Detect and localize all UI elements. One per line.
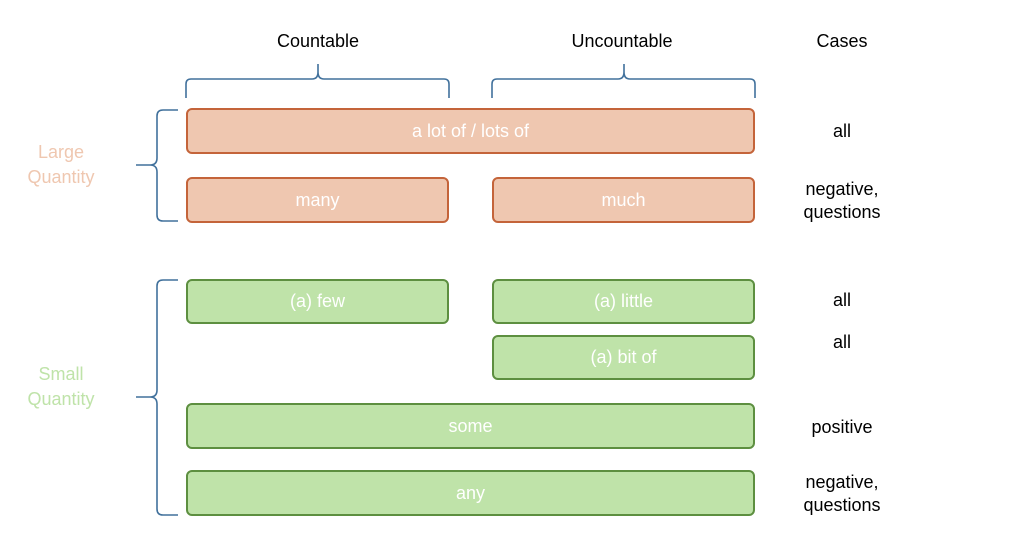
large-quantity-label-line2: Quantity	[27, 167, 95, 187]
case-lots-of: all	[832, 121, 851, 141]
case-many-much: negative, questions	[772, 178, 912, 224]
small-quantity-brace	[136, 279, 178, 516]
box-any: any	[186, 470, 755, 516]
large-quantity-brace	[136, 109, 178, 222]
uncountable-header: Uncountable	[571, 31, 673, 51]
small-quantity-label-line1: Small	[38, 364, 84, 384]
cases-header: Cases	[816, 31, 868, 51]
large-quantity-label-line1: Large	[37, 142, 85, 162]
case-bit-of: all	[832, 332, 851, 352]
box-bit-of: (a) bit of	[492, 335, 755, 380]
case-some: positive	[811, 417, 873, 437]
box-little: (a) little	[492, 279, 755, 324]
case-many-much-line2: questions	[803, 202, 881, 222]
box-few: (a) few	[186, 279, 449, 324]
box-much: much	[492, 177, 755, 223]
countable-brace	[185, 64, 450, 98]
case-few-little: all	[832, 290, 851, 310]
box-some: some	[186, 403, 755, 449]
small-quantity-label-line2: Quantity	[27, 389, 95, 409]
box-many: many	[186, 177, 449, 223]
countable-header: Countable	[276, 31, 360, 51]
case-many-much-line1: negative,	[805, 179, 879, 199]
uncountable-brace	[491, 64, 756, 98]
case-any: negative, questions	[772, 471, 912, 517]
small-quantity-label: Small Quantity	[6, 362, 116, 412]
case-any-line2: questions	[803, 495, 881, 515]
box-lots-of: a lot of / lots of	[186, 108, 755, 154]
case-any-line1: negative,	[805, 472, 879, 492]
large-quantity-label: Large Quantity	[6, 140, 116, 190]
